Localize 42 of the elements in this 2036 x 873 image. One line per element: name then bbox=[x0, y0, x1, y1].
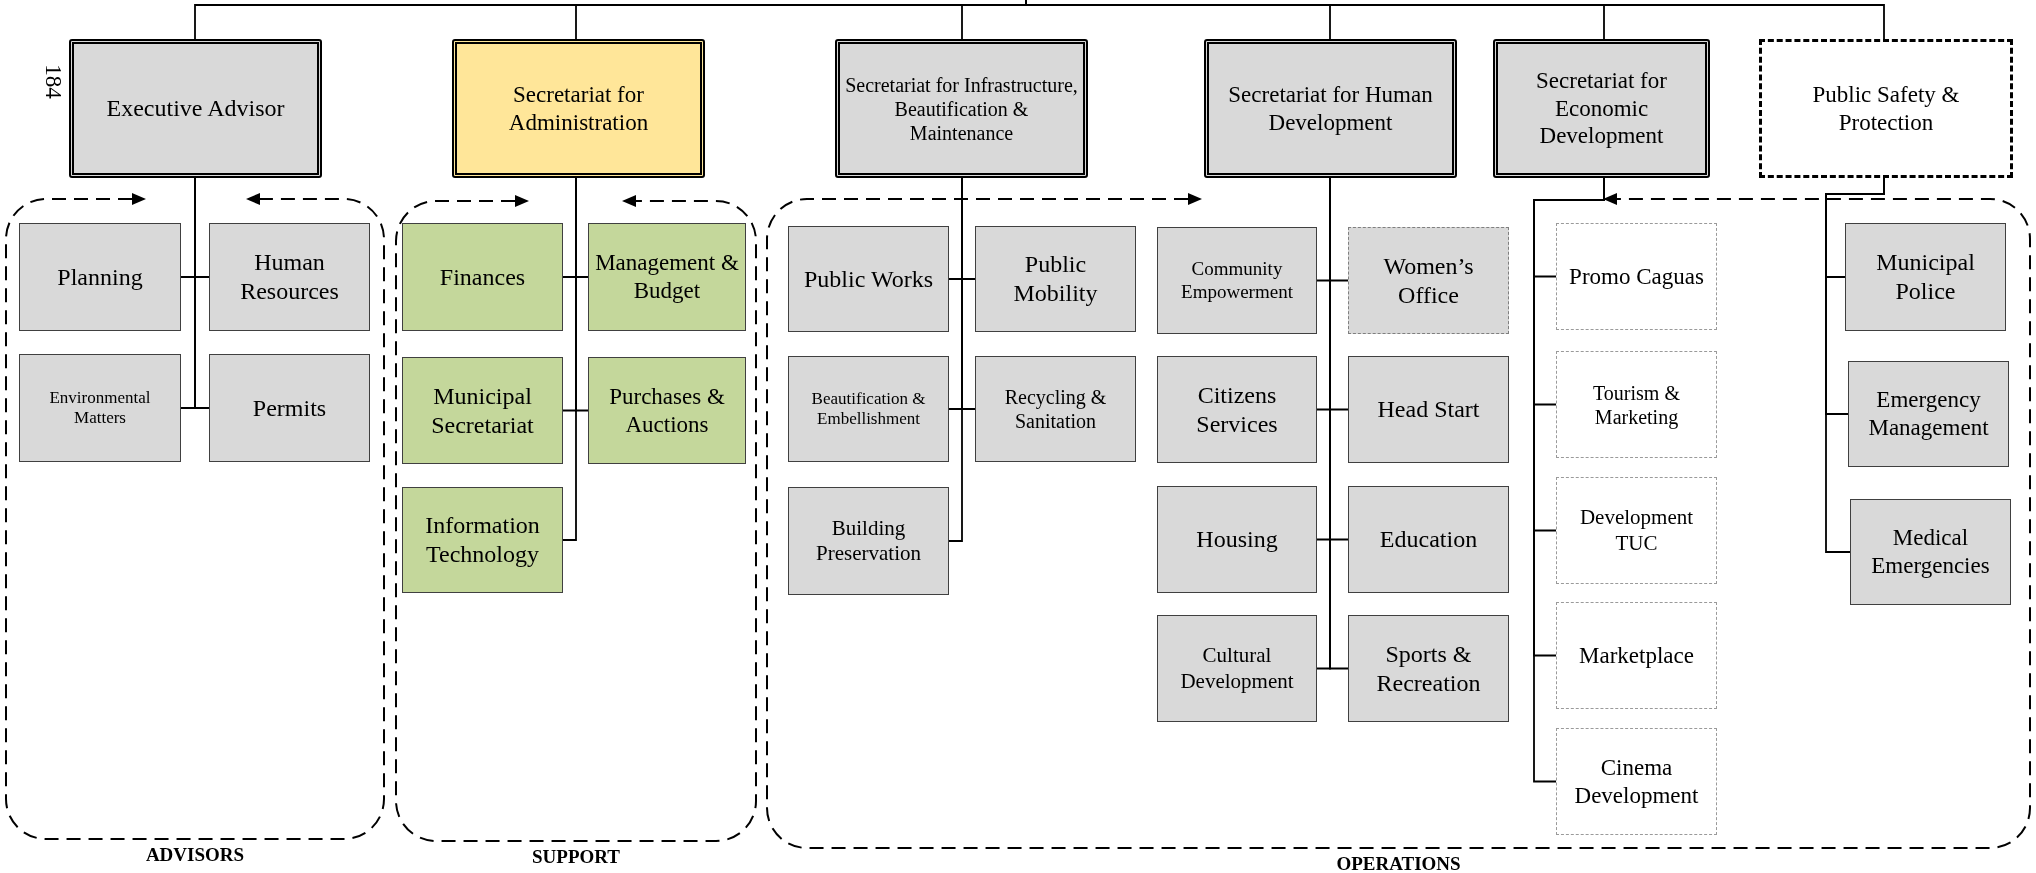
group-label: ADVISORS bbox=[145, 845, 245, 864]
unit-box: Municipal Secretariat bbox=[402, 357, 563, 464]
unit-box: Sports & Recreation bbox=[1348, 615, 1509, 722]
unit-box: Emergency Management bbox=[1848, 361, 2009, 467]
unit-box: Education bbox=[1348, 486, 1509, 593]
unit-box: Housing bbox=[1157, 486, 1317, 593]
unit-box: Marketplace bbox=[1556, 602, 1717, 709]
group-label: OPERATIONS bbox=[1336, 854, 1461, 873]
unit-box: Information Technology bbox=[402, 487, 563, 593]
unit-box: Finances bbox=[402, 223, 563, 331]
unit-box: Beautification & Embellishment bbox=[788, 356, 949, 462]
unit-box: Human Resources bbox=[209, 223, 370, 331]
unit-box: Promo Caguas bbox=[1556, 223, 1717, 330]
unit-box: Building Preservation bbox=[788, 487, 949, 595]
unit-box: Medical Emergencies bbox=[1850, 499, 2011, 605]
unit-box: Planning bbox=[19, 223, 181, 331]
connector-line bbox=[1025, 0, 1885, 40]
secretariat-box: Secretariat for Infrastructure, Beautification & Maintenance bbox=[835, 39, 1088, 178]
unit-box: Purchases & Auctions bbox=[588, 357, 746, 464]
unit-box: Tourism & Marketing bbox=[1556, 351, 1717, 458]
unit-box: Recycling & Sanitation bbox=[975, 356, 1136, 462]
unit-box: Management & Budget bbox=[588, 223, 746, 331]
dashed-department-box: Public Safety & Protection bbox=[1759, 39, 2013, 178]
group-label: SUPPORT bbox=[532, 847, 620, 866]
unit-box: Citizens Services bbox=[1157, 356, 1317, 463]
unit-box: Permits bbox=[209, 354, 370, 462]
unit-box: Community Empowerment bbox=[1157, 227, 1317, 334]
unit-box: Women’s Office bbox=[1348, 227, 1509, 334]
page-number: 184 bbox=[41, 64, 65, 99]
connector-line bbox=[194, 177, 210, 409]
unit-box: Public Works bbox=[788, 226, 949, 332]
unit-box: Head Start bbox=[1348, 356, 1509, 463]
secretariat-box: Executive Advisor bbox=[69, 39, 322, 178]
unit-box: Cultural Development bbox=[1157, 615, 1317, 722]
unit-box: Cinema Development bbox=[1556, 728, 1717, 835]
unit-box: Public Mobility bbox=[975, 226, 1136, 332]
secretariat-box: Secretariat for Administration bbox=[452, 39, 705, 178]
secretariat-box: Secretariat for Human Development bbox=[1204, 39, 1457, 178]
unit-box: Development TUC bbox=[1556, 477, 1717, 584]
unit-box: Environmental Matters bbox=[19, 354, 181, 462]
unit-box: Municipal Police bbox=[1845, 223, 2006, 331]
secretariat-box: Secretariat for Economic Development bbox=[1493, 39, 1710, 178]
